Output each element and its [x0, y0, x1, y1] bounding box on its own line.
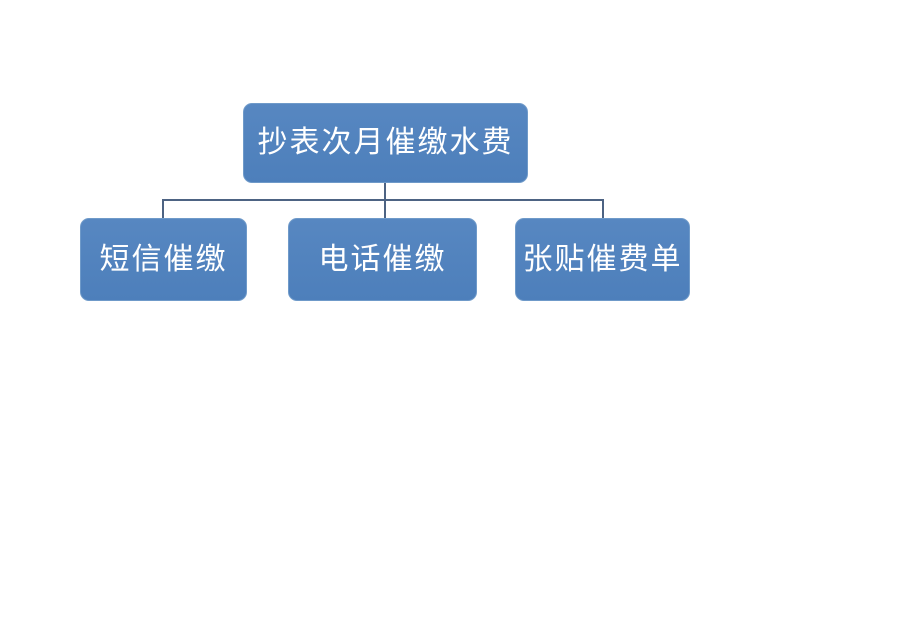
- diagram-node-sms-reminder: 短信催缴: [80, 218, 247, 301]
- connector-bus: [162, 199, 604, 201]
- connector-stub-2: [384, 199, 386, 219]
- diagram-node-phone-reminder-label: 电话催缴: [318, 242, 447, 276]
- connector-stub-1: [162, 199, 164, 219]
- connector-stub-3: [602, 199, 604, 219]
- diagram-node-sms-reminder-label: 短信催缴: [99, 242, 228, 276]
- diagram-node-root-label: 抄表次月催缴水费: [257, 126, 514, 159]
- diagram-node-root: 抄表次月催缴水费: [243, 103, 528, 183]
- diagram-node-post-notice-label: 张贴催费单: [522, 242, 683, 276]
- diagram-node-phone-reminder: 电话催缴: [288, 218, 477, 301]
- diagram-node-post-notice: 张贴催费单: [515, 218, 690, 301]
- connector-trunk: [384, 183, 386, 201]
